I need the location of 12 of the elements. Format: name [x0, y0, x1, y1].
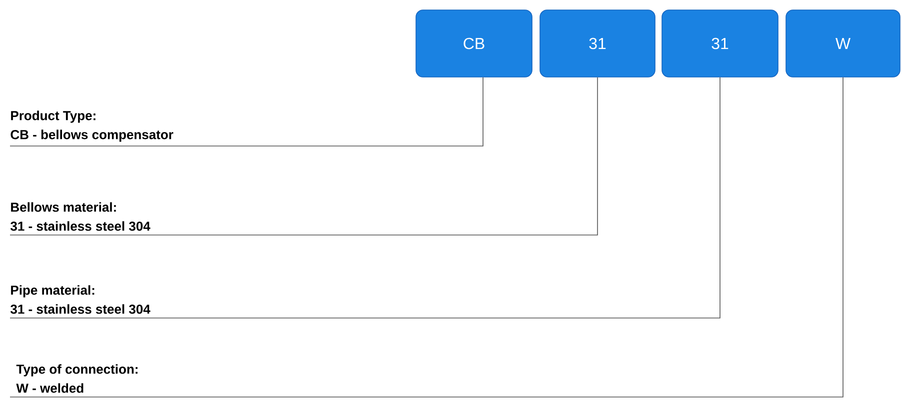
description-text: Type of connection: W - welded [16, 364, 138, 393]
code-box: 31 [662, 10, 778, 78]
code-box: 31 [540, 10, 656, 78]
leader-line [10, 77, 598, 236]
code-box: W [786, 10, 900, 78]
leader-line [10, 77, 484, 146]
leader-line [10, 77, 720, 318]
description-text: Product Type: CB - bellows compensator [10, 110, 174, 142]
description-text: Bellows material: 31 - stainless steel 304 [10, 202, 150, 231]
leader-line [10, 77, 844, 398]
code-box: CB [416, 10, 532, 78]
description-text: Pipe material: 31 - stainless steel 304 [10, 285, 150, 314]
